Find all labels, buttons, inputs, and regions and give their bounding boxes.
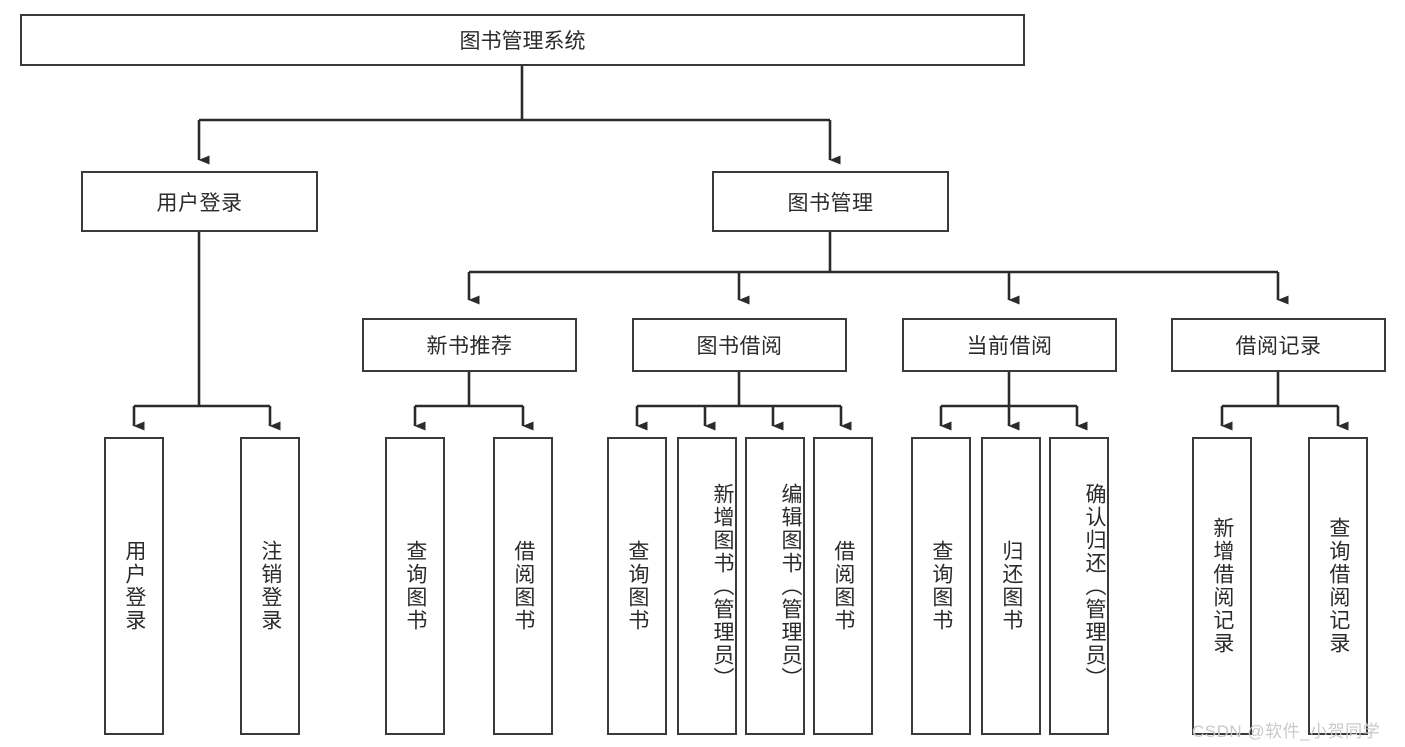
leaf-borrow-add-book-admin[interactable]: 新增图书（管理员） [677, 437, 737, 735]
leaf-borrow-edit-book-admin[interactable]: 编辑图书（管理员） [745, 437, 805, 735]
csdn-watermark: CSDN @软件_小贺同学 [1192, 722, 1381, 741]
node-label: 查询图书 [929, 540, 953, 632]
connector-userlogin-to-leaves [132, 232, 281, 431]
node-label: 确认归还（管理员） [1083, 482, 1106, 690]
leaf-record-query-borrow-record[interactable]: 查询借阅记录 [1308, 437, 1368, 735]
node-label: 当前借阅 [966, 335, 1053, 358]
node-book-borrow[interactable]: 图书借阅 [632, 318, 847, 372]
node-label: 注销登录 [258, 540, 282, 632]
connector-bookmanage-to-level3 [467, 232, 1289, 305]
node-label: 新增图书（管理员） [711, 482, 734, 690]
connector-bookborrow-to-leaves [635, 372, 852, 431]
node-label: 归还图书 [999, 540, 1023, 632]
node-label: 图书借阅 [696, 335, 783, 358]
leaf-current-query-books[interactable]: 查询图书 [911, 437, 971, 735]
node-book-management[interactable]: 图书管理 [712, 171, 949, 232]
node-user-login[interactable]: 用户登录 [81, 171, 318, 232]
node-label: 借阅记录 [1235, 335, 1322, 358]
node-label: 借阅图书 [831, 540, 855, 632]
node-label: 用户登录 [122, 540, 146, 632]
node-root-system[interactable]: 图书管理系统 [20, 14, 1025, 66]
node-label: 图书管理 [787, 191, 874, 215]
node-label: 新增借阅记录 [1210, 517, 1234, 655]
node-new-book-recommend[interactable]: 新书推荐 [362, 318, 577, 372]
node-label: 图书管理系统 [459, 30, 586, 53]
node-label: 新书推荐 [426, 335, 513, 358]
connector-currentborrow-to-leaves [939, 372, 1088, 431]
node-label: 编辑图书（管理员） [779, 482, 802, 690]
node-label: 用户登录 [156, 191, 243, 215]
connector-newbook-to-leaves [413, 372, 534, 431]
node-borrow-record[interactable]: 借阅记录 [1171, 318, 1386, 372]
node-label: 借阅图书 [511, 540, 535, 632]
node-label: 查询图书 [625, 540, 649, 632]
leaf-logout[interactable]: 注销登录 [240, 437, 300, 735]
node-label: 查询图书 [403, 540, 427, 632]
connector-root-to-level2 [197, 66, 841, 165]
leaf-user-login[interactable]: 用户登录 [104, 437, 164, 735]
leaf-current-return-books[interactable]: 归还图书 [981, 437, 1041, 735]
node-label: 查询借阅记录 [1326, 517, 1350, 655]
leaf-record-add-borrow-record[interactable]: 新增借阅记录 [1192, 437, 1252, 735]
connector-borrowrecord-to-leaves [1220, 372, 1349, 431]
leaf-current-confirm-return-admin[interactable]: 确认归还（管理员） [1049, 437, 1109, 735]
leaf-borrow-borrow-books[interactable]: 借阅图书 [813, 437, 873, 735]
leaf-newbook-query-books[interactable]: 查询图书 [385, 437, 445, 735]
node-current-borrow[interactable]: 当前借阅 [902, 318, 1117, 372]
leaf-newbook-borrow-books[interactable]: 借阅图书 [493, 437, 553, 735]
leaf-borrow-query-books[interactable]: 查询图书 [607, 437, 667, 735]
